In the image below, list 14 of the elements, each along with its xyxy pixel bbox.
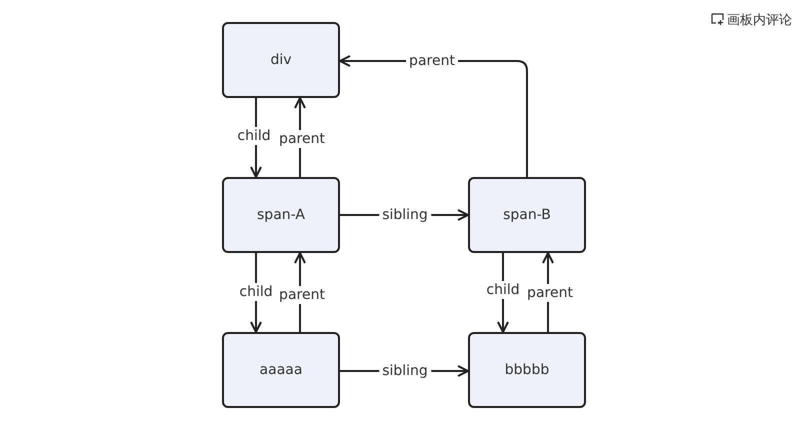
node-label: div (270, 52, 292, 68)
toolbar-label: 画板内评论 (727, 12, 792, 29)
node-label: span-A (257, 207, 305, 223)
node-box (468, 332, 586, 408)
node-label: bbbbb (504, 362, 550, 378)
edge-label: parent (406, 52, 458, 70)
node-label: aaaaa (260, 362, 302, 378)
edge-label: sibling (379, 362, 431, 380)
node-label: span-B (503, 207, 551, 223)
node-box (222, 177, 340, 253)
node-box (222, 332, 340, 408)
edge-label: sibling (379, 206, 431, 224)
node-box (468, 177, 586, 253)
node-box (222, 22, 340, 98)
